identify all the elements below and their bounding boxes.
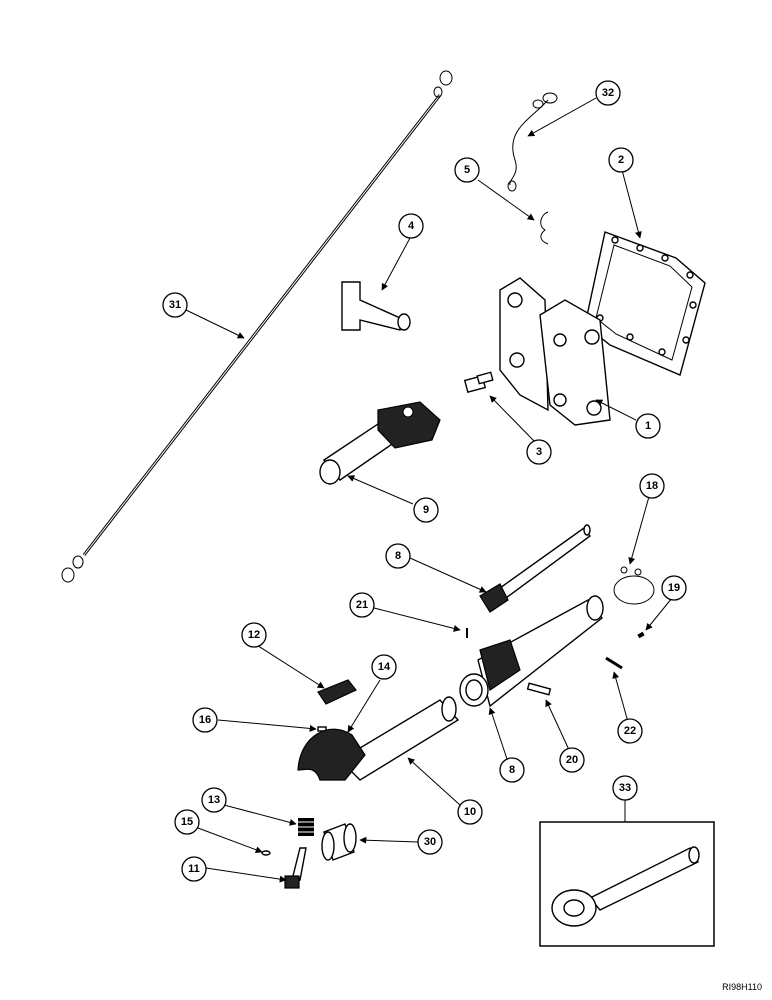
- callout-32: 32: [595, 80, 621, 106]
- part-15-pin: [261, 850, 271, 856]
- svg-text:16: 16: [199, 714, 211, 726]
- svg-text:11: 11: [188, 863, 200, 875]
- callout-22: 22: [617, 718, 643, 744]
- svg-text:15: 15: [181, 816, 193, 828]
- svg-text:22: 22: [624, 725, 636, 737]
- callout-8-lower: 8: [499, 757, 525, 783]
- part-32-chain: [507, 92, 558, 192]
- part-20-pin: [526, 682, 552, 696]
- part-11-latch-pin: [284, 847, 307, 889]
- callout-9: 9: [413, 497, 439, 523]
- leader-lines: [185, 97, 673, 883]
- svg-text:8: 8: [395, 550, 401, 562]
- svg-text:5: 5: [464, 164, 470, 176]
- part-33-inset: [539, 821, 715, 947]
- callout-13: 13: [201, 787, 227, 813]
- svg-text:8: 8: [509, 764, 515, 776]
- callout-19: 19: [661, 575, 687, 601]
- part-8-upper-rod: [479, 524, 591, 613]
- callout-8-upper: 8: [385, 543, 411, 569]
- svg-text:3: 3: [536, 446, 542, 458]
- part-22-pin: [605, 656, 623, 670]
- svg-text:18: 18: [646, 480, 658, 492]
- callout-31: 31: [162, 292, 188, 318]
- callout-5: 5: [454, 157, 480, 183]
- svg-text:13: 13: [208, 794, 220, 806]
- part-1-bracket: [499, 277, 611, 426]
- callout-14: 14: [371, 654, 397, 680]
- callout-4: 4: [398, 213, 424, 239]
- part-4-pin: [341, 281, 411, 331]
- callout-15: 15: [174, 809, 200, 835]
- svg-text:33: 33: [619, 782, 631, 794]
- svg-text:19: 19: [668, 582, 680, 594]
- svg-text:14: 14: [378, 661, 391, 673]
- callout-3: 3: [526, 439, 552, 465]
- svg-text:2: 2: [618, 154, 624, 166]
- part-19-piece: [637, 631, 645, 639]
- svg-text:10: 10: [464, 806, 476, 818]
- part-18-ring-clip: [613, 566, 655, 605]
- part-13-spring: [298, 818, 314, 836]
- svg-text:20: 20: [566, 754, 578, 766]
- svg-text:31: 31: [169, 299, 181, 311]
- callout-33: 33: [612, 775, 638, 801]
- part-10-lower-link: [297, 696, 460, 781]
- callout-12: 12: [241, 622, 267, 648]
- callout-1: 1: [635, 413, 661, 439]
- callout-10: 10: [457, 799, 483, 825]
- part-30-bushing: [321, 823, 357, 861]
- part-31-check-chain: [61, 70, 453, 583]
- reference-code: RI98H110: [722, 982, 762, 992]
- callout-21: 21: [349, 592, 375, 618]
- callout-30: 30: [417, 829, 443, 855]
- callout-2: 2: [608, 147, 634, 173]
- part-5-clip: [540, 211, 549, 245]
- part-3-bolt: [463, 371, 494, 393]
- svg-text:30: 30: [424, 836, 436, 848]
- svg-text:21: 21: [356, 599, 368, 611]
- part-12-latch: [317, 679, 357, 705]
- svg-text:12: 12: [248, 629, 260, 641]
- part-9-clevis: [319, 401, 441, 485]
- svg-text:9: 9: [423, 504, 429, 516]
- callout-11: 11: [181, 856, 207, 882]
- svg-text:4: 4: [408, 220, 415, 232]
- svg-text:1: 1: [645, 420, 651, 432]
- callout-20: 20: [559, 747, 585, 773]
- callout-18: 18: [639, 473, 665, 499]
- part-8-tube-housing: [459, 595, 604, 708]
- callout-16: 16: [192, 707, 218, 733]
- svg-text:32: 32: [602, 87, 614, 99]
